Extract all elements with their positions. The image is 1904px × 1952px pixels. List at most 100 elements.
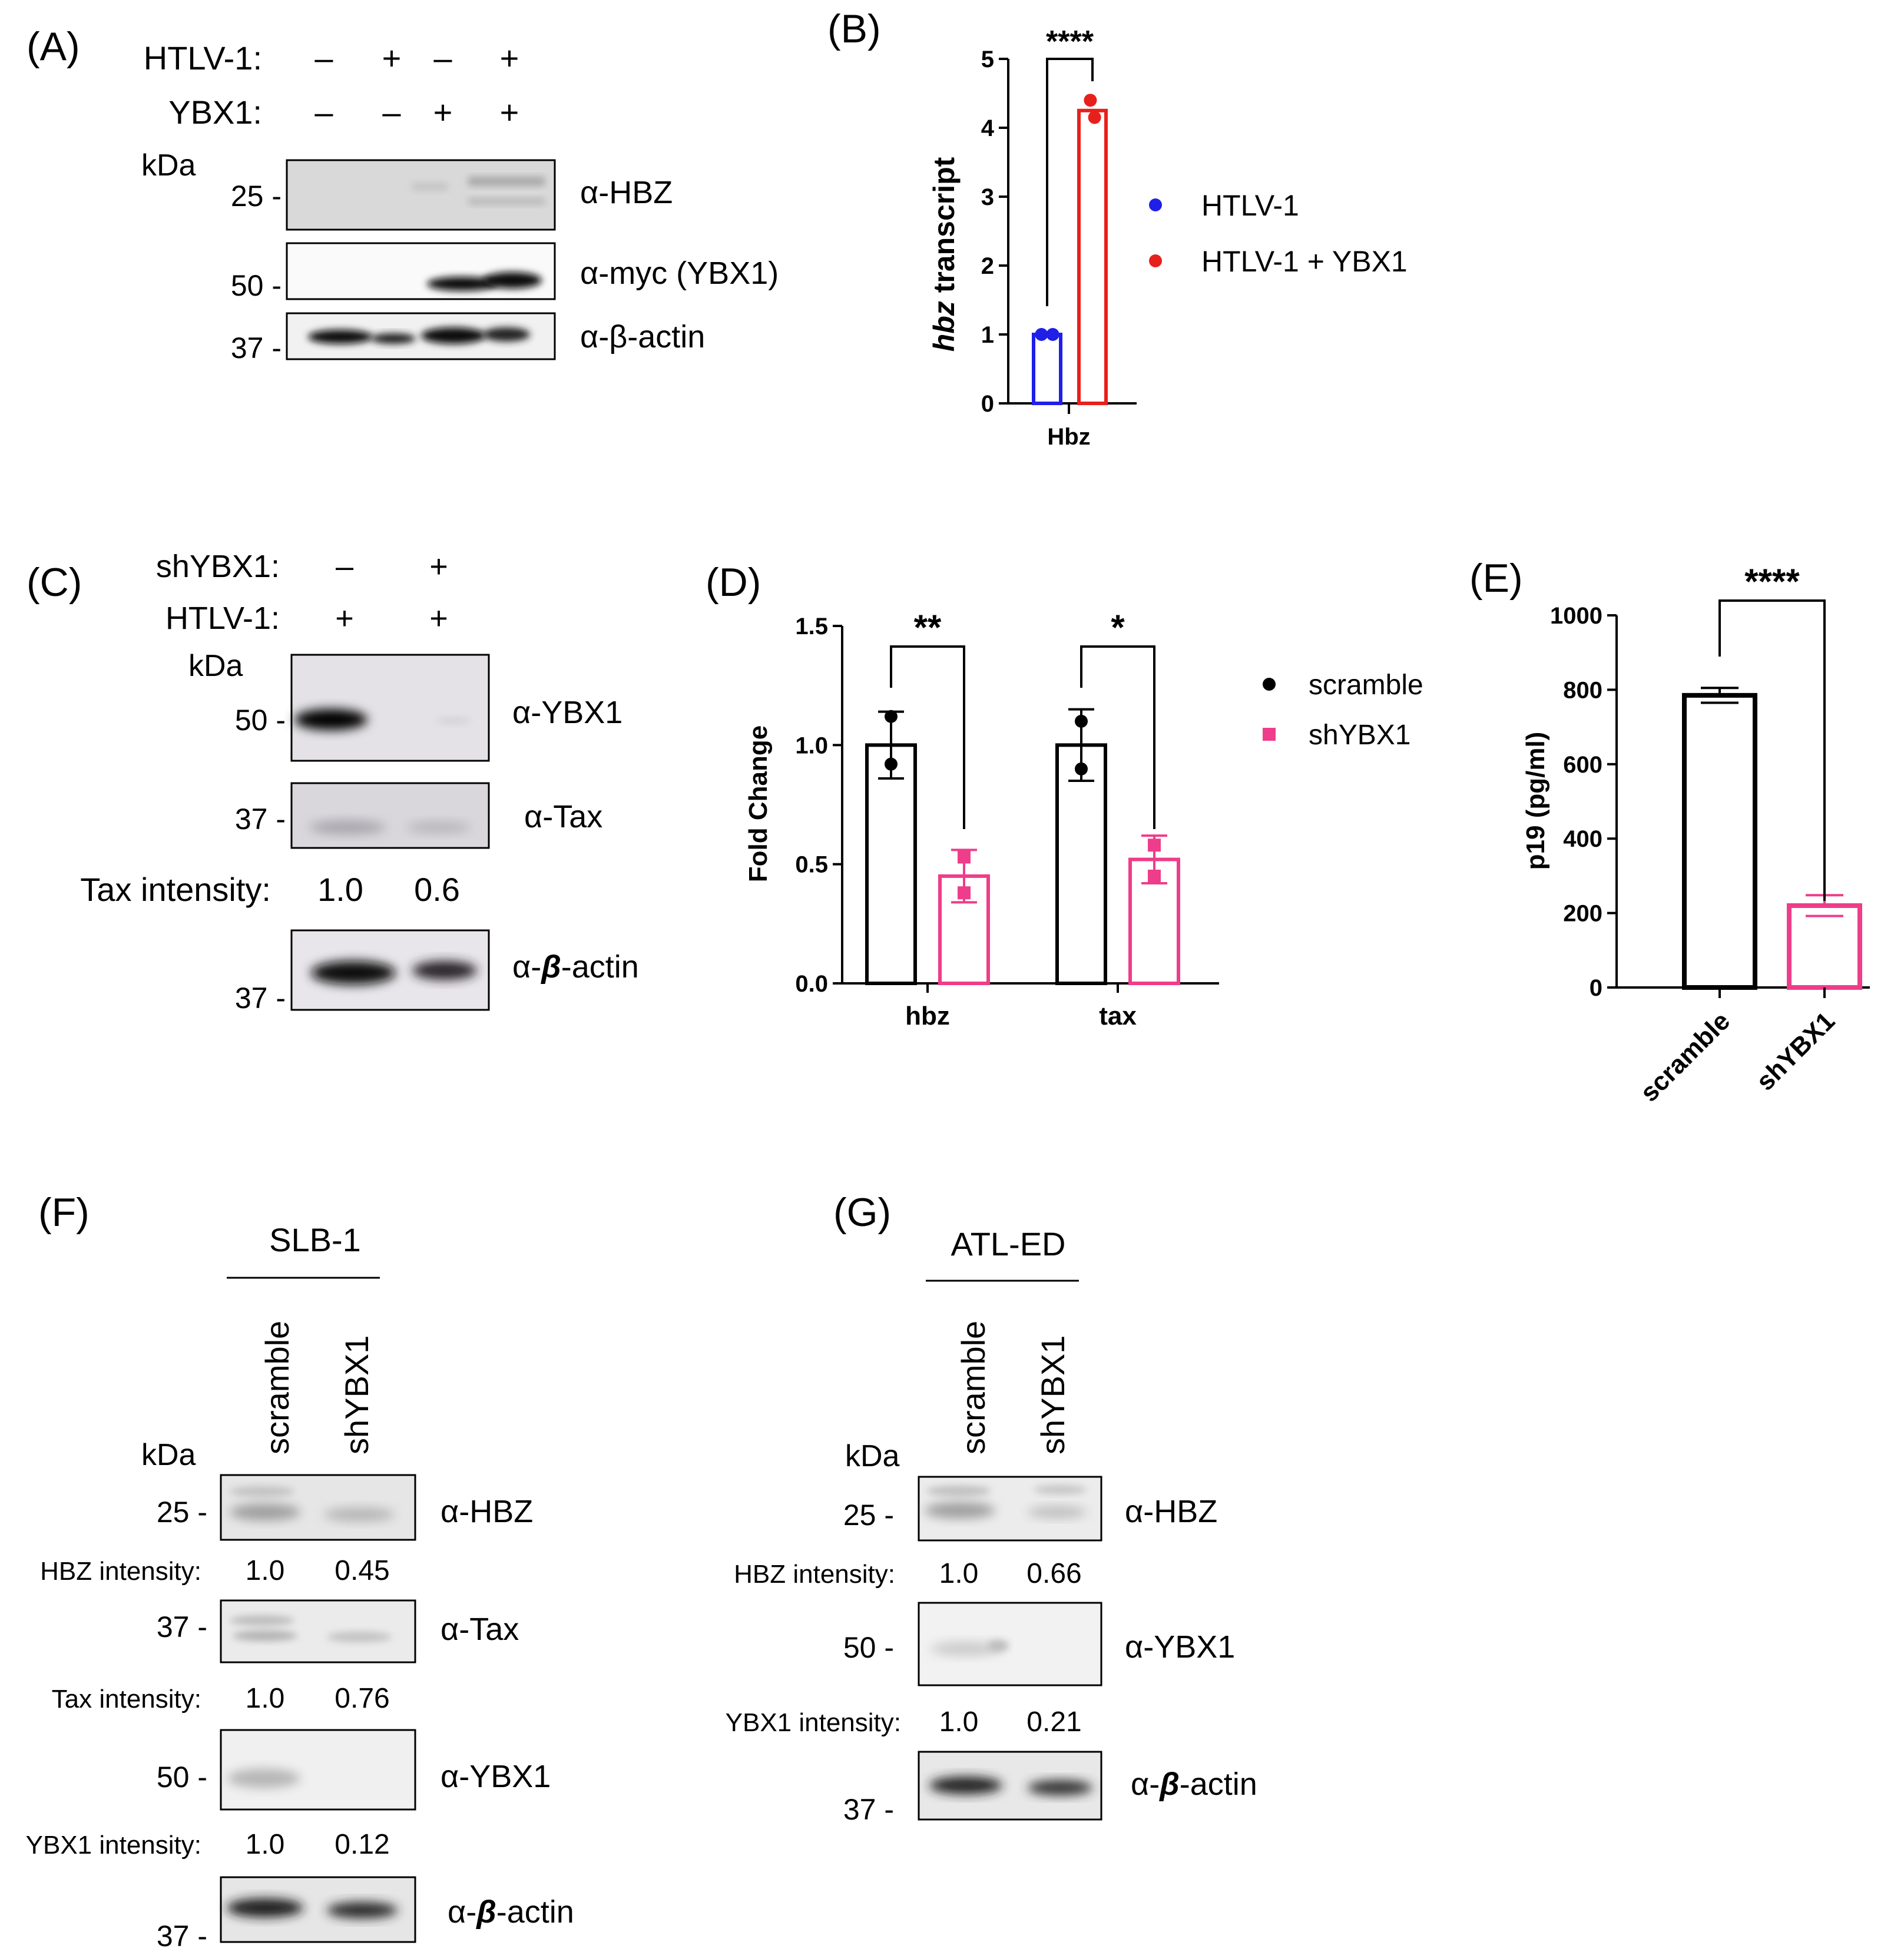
panel-b: (B) hbz transcript 012345Hbz****HTLV-1HT… xyxy=(827,6,1408,450)
panel-d-significance-bracket-hbz xyxy=(890,645,965,829)
panel-c-shybx1-label: shYBX1: xyxy=(156,549,280,584)
panel-a-blot-myc-label: α-myc (YBX1) xyxy=(580,256,779,291)
panel-g: (G) ATL-ED scramble shYBX1 kDa 25 - 50 -… xyxy=(726,1190,1257,1826)
panel-g-ybx1-intensity-label: YBX1 intensity: xyxy=(726,1708,901,1737)
panel-a-ybx1-sign-3: + xyxy=(433,94,453,131)
panel-c-marker-37b: 37 - xyxy=(235,982,286,1015)
panel-e-y-tick-label-0: 0 xyxy=(1590,975,1602,1001)
panel-b-legend-marker-2 xyxy=(1149,254,1162,267)
panel-c-blot-actin-label: α-β-actin xyxy=(512,949,639,985)
panel-g-blot-ybx1-label: α-YBX1 xyxy=(1125,1629,1235,1665)
panel-f-blot-tax-label: α-Tax xyxy=(441,1612,519,1647)
panel-f-blot-actin xyxy=(220,1876,416,1943)
panel-e-y-tick-label-5: 1000 xyxy=(1550,603,1602,629)
panel-e-x-tick-label-scramble: scramble xyxy=(1635,1006,1736,1107)
panel-f-marker-25: 25 - xyxy=(157,1496,207,1529)
panel-g-letter: (G) xyxy=(833,1190,891,1235)
panel-c-htlv-sign-2: + xyxy=(429,601,448,636)
panel-c-letter: (C) xyxy=(27,560,82,605)
panel-a-htlv-sign-3: – xyxy=(433,39,452,77)
panel-c-intensity-label: Tax intensity: xyxy=(80,871,271,908)
panel-b-y-tick-label-5: 5 xyxy=(981,47,994,72)
panel-d-point-tax-2-1 xyxy=(1148,839,1161,852)
panel-f-blot-hbz-label: α-HBZ xyxy=(441,1494,533,1529)
panel-d-y-tick-label-2: 1.0 xyxy=(795,733,828,758)
panel-e-letter: (E) xyxy=(1469,556,1523,601)
panel-c-blot-actin xyxy=(290,929,490,1011)
panel-c-blot-tax-label: α-Tax xyxy=(524,799,602,834)
panel-d-point-tax-2-2 xyxy=(1148,869,1161,883)
panel-b-point-2-2 xyxy=(1088,111,1101,124)
panel-f-ybx1-intensity-2: 0.12 xyxy=(335,1829,389,1860)
panel-g-lane-scramble: scramble xyxy=(955,1321,992,1454)
panel-d-legend-label-2: shYBX1 xyxy=(1309,720,1410,751)
panel-g-kda: kDa xyxy=(845,1439,900,1473)
panel-f-ybx1-intensity-label: YBX1 intensity: xyxy=(26,1831,201,1860)
panel-a-blot-hbz xyxy=(286,159,556,231)
panel-f-blot-ybx1 xyxy=(220,1729,416,1811)
panel-d: (D) Fold Change 0.00.51.01.5hbz**tax*scr… xyxy=(706,560,1423,1030)
panel-d-legend-marker-1 xyxy=(1263,678,1276,691)
panel-g-hbz-intensity-1: 1.0 xyxy=(939,1558,979,1589)
panel-e: (E) p19 (pg/ml) 02004006008001000scrambl… xyxy=(1469,556,1870,1108)
panel-f-hbz-intensity-label: HBZ intensity: xyxy=(40,1557,201,1586)
panel-d-legend-label-1: scramble xyxy=(1309,670,1423,701)
panel-e-significance-bracket xyxy=(1718,599,1826,901)
panel-g-marker-50: 50 - xyxy=(843,1631,894,1664)
panel-g-ybx1-intensity-1: 1.0 xyxy=(939,1706,979,1738)
panel-b-bar-1 xyxy=(1032,333,1062,405)
panel-c-intensity-value-2: 0.6 xyxy=(414,871,460,908)
panel-c-blot-tax xyxy=(290,782,490,849)
panel-b-bar-2 xyxy=(1077,108,1108,405)
panel-b-y-axis-label: hbz transcript xyxy=(928,157,961,352)
panel-d-point-tax-1-2 xyxy=(1075,762,1088,776)
panel-d-x-tick-label-hbz: hbz xyxy=(905,1002,950,1030)
panel-f-ybx1-intensity-1: 1.0 xyxy=(246,1829,285,1860)
panel-a-htlv-sign-2: + xyxy=(382,39,402,77)
panel-a-letter: (A) xyxy=(27,24,80,69)
panel-b-significance-label: **** xyxy=(1046,25,1094,59)
panel-c-marker-50: 50 - xyxy=(235,704,286,737)
panel-b-legend-label-1: HTLV-1 xyxy=(1201,189,1299,222)
panel-f: (F) SLB-1 scramble shYBX1 kDa 25 - 37 - … xyxy=(26,1190,574,1952)
panel-a-marker-50: 50 - xyxy=(231,269,282,302)
panel-f-blot-actin-label: α-β-actin xyxy=(448,1894,574,1930)
panel-d-chart: Fold Change 0.00.51.01.5hbz**tax*scrambl… xyxy=(744,608,1423,1030)
panel-g-ybx1-intensity-2: 0.21 xyxy=(1026,1706,1081,1738)
panel-a-ybx1-sign-2: – xyxy=(382,94,401,131)
panel-g-hbz-intensity-2: 0.66 xyxy=(1026,1558,1081,1589)
panel-d-legend-marker-2 xyxy=(1263,728,1276,741)
panel-d-point-hbz-1-2 xyxy=(885,757,898,771)
panel-f-hbz-intensity-2: 0.45 xyxy=(335,1555,389,1586)
panel-a-htlv-sign-1: – xyxy=(314,39,333,77)
panel-c-blot-ybx1 xyxy=(290,654,490,762)
panel-a-ybx1-label: YBX1: xyxy=(168,94,262,131)
panel-e-y-axis-label: p19 (pg/ml) xyxy=(1521,732,1550,870)
panel-f-tax-intensity-2: 0.76 xyxy=(335,1683,389,1714)
panel-e-x-tick-label-shYBX1: shYBX1 xyxy=(1751,1006,1840,1096)
panel-a-blot-myc xyxy=(286,242,556,300)
panel-c-intensity-value-1: 1.0 xyxy=(317,871,363,908)
panel-g-blot-ybx1 xyxy=(918,1602,1102,1686)
panel-d-significance-label-hbz: ** xyxy=(914,608,942,647)
panel-g-hbz-intensity-label: HBZ intensity: xyxy=(734,1560,895,1589)
panel-f-blot-ybx1-label: α-YBX1 xyxy=(441,1759,551,1794)
panel-g-blot-hbz xyxy=(918,1476,1102,1542)
panel-d-y-tick-label-0: 0.0 xyxy=(795,971,828,997)
panel-a-ybx1-sign-4: + xyxy=(500,94,519,131)
panel-e-y-tick-label-1: 200 xyxy=(1563,901,1602,927)
panel-b-letter: (B) xyxy=(827,6,881,51)
panel-c-kda: kDa xyxy=(188,649,243,683)
panel-b-legend-marker-1 xyxy=(1149,198,1162,211)
panel-f-tax-intensity-label: Tax intensity: xyxy=(52,1685,201,1714)
panel-a-blot-hbz-label: α-HBZ xyxy=(580,175,673,210)
panel-c-blot-ybx1-label: α-YBX1 xyxy=(512,695,622,730)
panel-a-blot-actin xyxy=(286,312,556,360)
panel-d-y-tick-label-1: 0.5 xyxy=(795,852,828,878)
panel-d-bar-hbz-1 xyxy=(865,743,917,986)
panel-f-kda: kDa xyxy=(141,1438,196,1472)
panel-d-y-axis-label: Fold Change xyxy=(744,725,773,882)
panel-e-bar-scramble xyxy=(1682,692,1757,990)
panel-d-point-tax-1-1 xyxy=(1075,714,1088,728)
